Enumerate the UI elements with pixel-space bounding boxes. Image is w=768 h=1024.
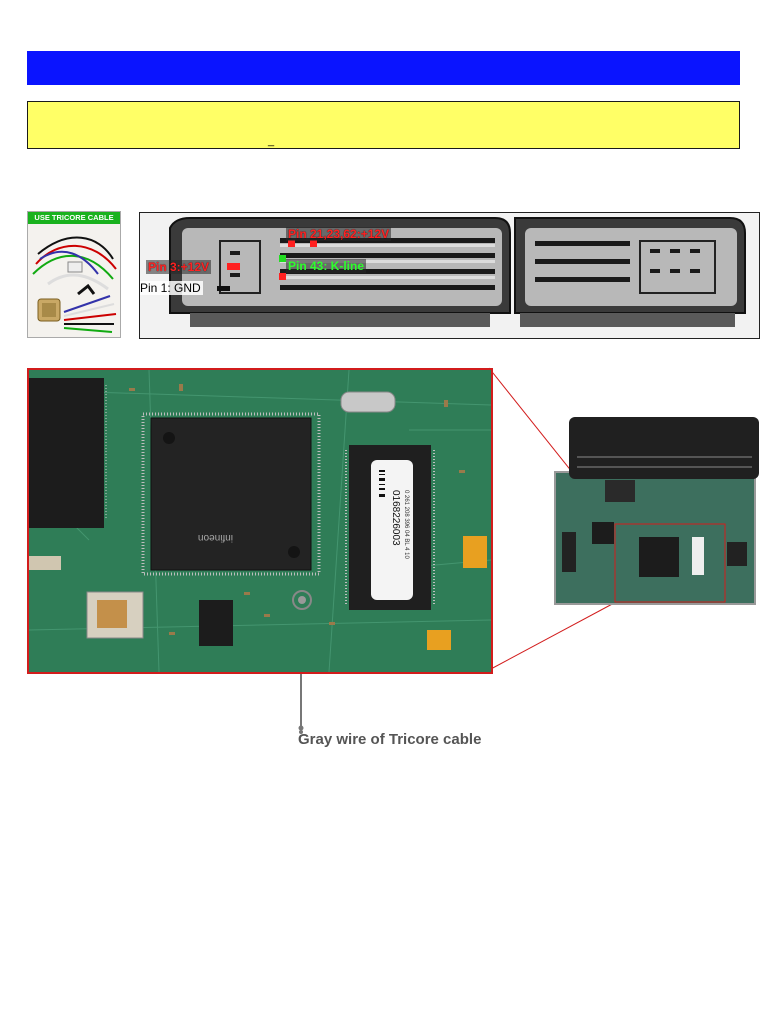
cable-label: USE TRICORE CABLE xyxy=(28,212,120,224)
barcode-number: 0168226003 xyxy=(390,490,401,546)
connector-pinout-photo: Pin 21,23,62:+12V Pin 3:+12V Pin 43: K-l… xyxy=(139,212,760,339)
pcb-image: infineon 0168226003 0 261 208 396 04 BL … xyxy=(29,370,491,672)
chip-brand: infineon xyxy=(198,532,233,543)
ecu-board-photo xyxy=(547,412,759,607)
note-underscore: _ xyxy=(268,135,275,147)
pin-label-1-gnd: GND xyxy=(174,281,201,295)
barcode-sub: 0 261 208 396 04 BL 4 10 xyxy=(403,490,409,560)
pin-label-43: Pin 43: K-line xyxy=(286,259,367,273)
pin-label-1-prefix: Pin 1: xyxy=(140,281,171,295)
pin-label-21-23-62: Pin 21,23,62:+12V xyxy=(286,227,392,241)
gray-wire-caption: Gray wire of Tricore cable xyxy=(298,731,482,748)
note-box: _ xyxy=(27,101,740,149)
pin-label-1: Pin 1: GND xyxy=(140,281,203,295)
tricore-cable-photo: USE TRICORE CABLE xyxy=(27,211,121,338)
cable-icon xyxy=(32,236,117,333)
pin-label-3: Pin 3:+12V xyxy=(146,260,212,274)
ecu-image xyxy=(554,417,759,605)
pcb-closeup-photo: infineon 0168226003 0 261 208 396 04 BL … xyxy=(27,368,493,674)
header-bar xyxy=(27,51,740,85)
